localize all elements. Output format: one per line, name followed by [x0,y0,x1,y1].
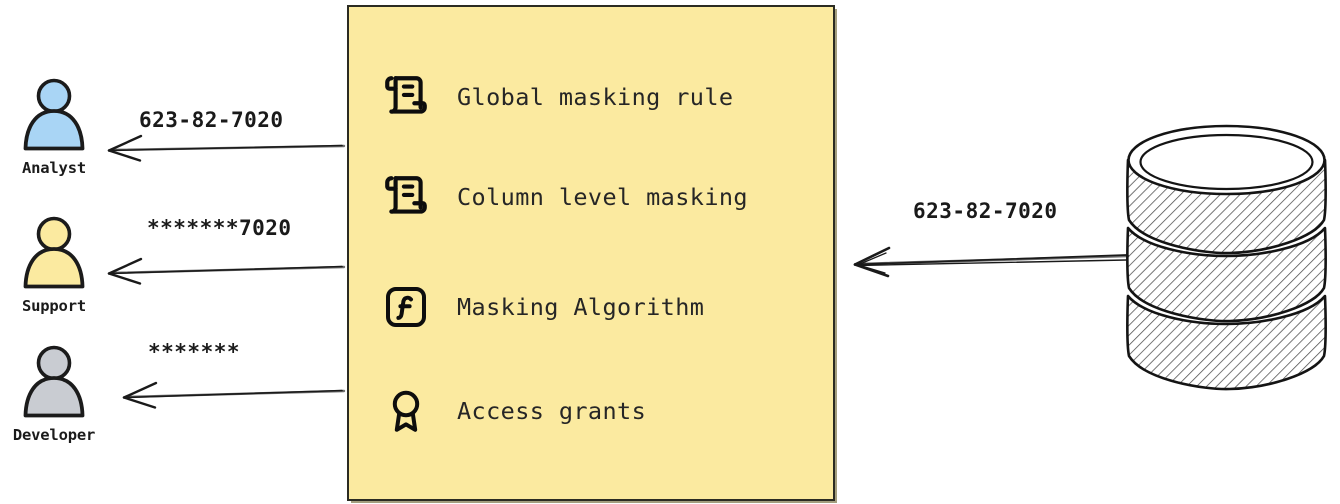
policy-item-label: Masking Algorithm [457,293,705,321]
flow-value-analyst: 623-82-7020 [139,108,284,132]
flow-value-developer: ******* [148,340,241,364]
actor-support[interactable]: Support [2,216,106,315]
policy-item-label: Global masking rule [457,83,734,111]
left-arrow-icon-developer [122,381,346,409]
database-cylinder-icon [1118,118,1336,398]
function-icon [379,280,433,334]
policy-item-access-grants[interactable]: Access grants [379,379,646,443]
flow-value-support: *******7020 [147,216,292,240]
policy-item-global-masking-rule[interactable]: Global masking rule [379,65,733,129]
policy-panel: Global masking rule Column level masking [347,5,835,501]
award-ribbon-icon [379,384,433,438]
actor-developer[interactable]: Developer [2,345,106,444]
actor-label-analyst: Analyst [22,159,86,177]
scroll-icon [379,70,433,124]
person-icon [15,345,93,425]
policy-item-label: Column level masking [457,183,748,211]
actor-label-developer: Developer [12,426,96,444]
left-arrow-icon-source [853,246,1130,278]
person-icon [15,216,93,296]
actor-analyst[interactable]: Analyst [2,78,106,177]
flow-value-source: 623-82-7020 [913,199,1058,223]
left-arrow-icon-analyst [107,134,346,162]
scroll-icon [379,170,433,224]
person-icon [15,78,93,158]
policy-item-masking-algorithm[interactable]: Masking Algorithm [379,275,704,339]
policy-item-column-level-masking[interactable]: Column level masking [379,165,748,229]
actor-label-support: Support [22,297,86,315]
left-arrow-icon-support [107,257,346,285]
policy-item-label: Access grants [457,397,647,425]
